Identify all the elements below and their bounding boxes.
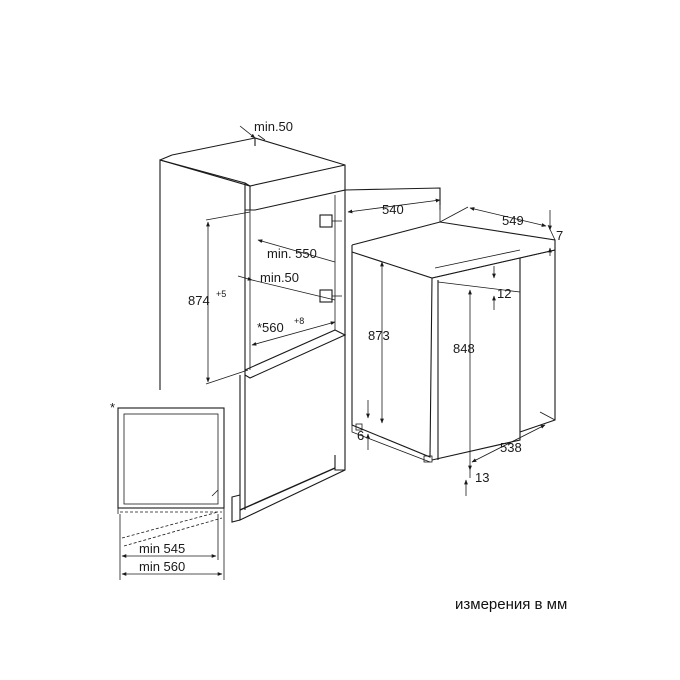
caption-units: измерения в мм (455, 596, 568, 613)
label-niche-width: *560 (257, 320, 284, 335)
label-asterisk: * (110, 400, 115, 415)
label-niche-height: 874 (188, 293, 210, 308)
label-top-offset: 7 (556, 228, 563, 243)
label-body-height: 848 (453, 341, 475, 356)
label-niche-height-tol: +5 (216, 289, 226, 299)
label-niche-depth: min. 550 (267, 246, 317, 261)
plan-view (117, 407, 225, 580)
label-door-depth: 540 (382, 202, 404, 217)
niche-dimensions (205, 125, 336, 385)
label-appliance-width: 549 (502, 213, 524, 228)
niche-cabinet (159, 137, 347, 523)
labels: min.50 874 +5 min. 550 min.50 *560 +8 54… (110, 119, 563, 574)
appliance-dimensions (347, 198, 556, 496)
appliance-body (344, 187, 556, 463)
label-appliance-height: 873 (368, 328, 390, 343)
label-bottom: 6 (357, 428, 364, 443)
label-min-560: min 560 (139, 559, 185, 574)
label-niche-top-gap: min.50 (254, 119, 293, 134)
label-bottom-offset: 13 (475, 470, 489, 485)
label-appliance-depth: 538 (500, 440, 522, 455)
label-niche-width-tol: +8 (294, 316, 304, 326)
label-niche-vent-gap: min.50 (260, 270, 299, 285)
label-min-545: min 545 (139, 541, 185, 556)
label-hinge-gap: 12 (497, 286, 511, 301)
